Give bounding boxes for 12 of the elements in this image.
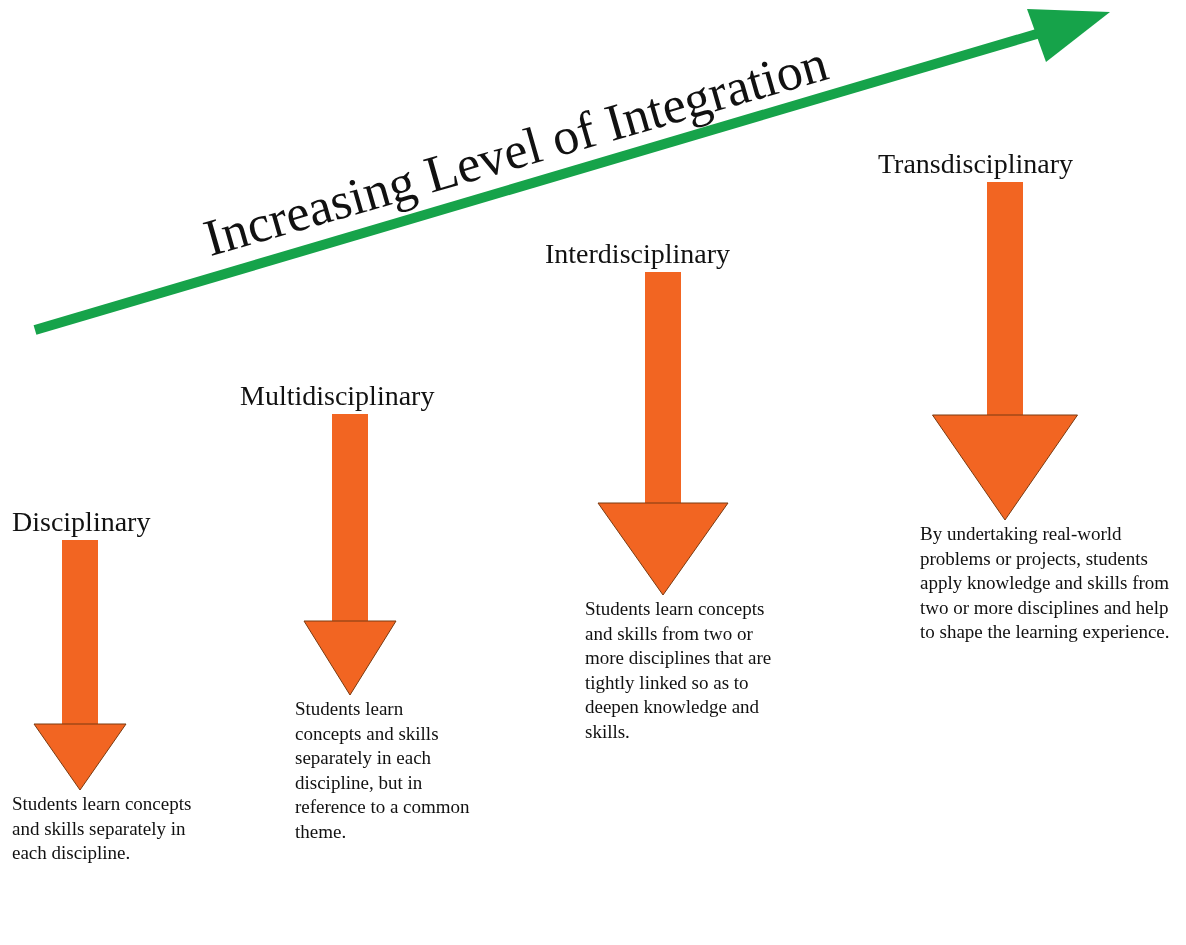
stage-description: Students learn concepts and skills from two or more disciplines that are tightly linked so as to deepen knowledge and skills. (585, 597, 795, 744)
block-arrow (33, 540, 127, 791)
stage-heading: Disciplinary (12, 506, 151, 538)
stage-heading: Transdisciplinary (878, 148, 1073, 180)
block-arrow (932, 182, 1078, 521)
stage-heading: Interdisciplinary (545, 238, 731, 270)
block-arrow (597, 272, 729, 596)
block-arrow (303, 414, 397, 696)
stage-description: By undertaking real-world problems or projects, students apply knowledge and skills from two or more disciplines and help to shape the learning experience. (920, 522, 1170, 645)
stage-description: Students learn concepts and skills separately in each discipline, but in reference to a common theme. (295, 697, 470, 844)
stage-heading: Multidisciplinary (240, 380, 435, 412)
stage-description: Students learn concepts and skills separately in each discipline. (12, 792, 197, 866)
